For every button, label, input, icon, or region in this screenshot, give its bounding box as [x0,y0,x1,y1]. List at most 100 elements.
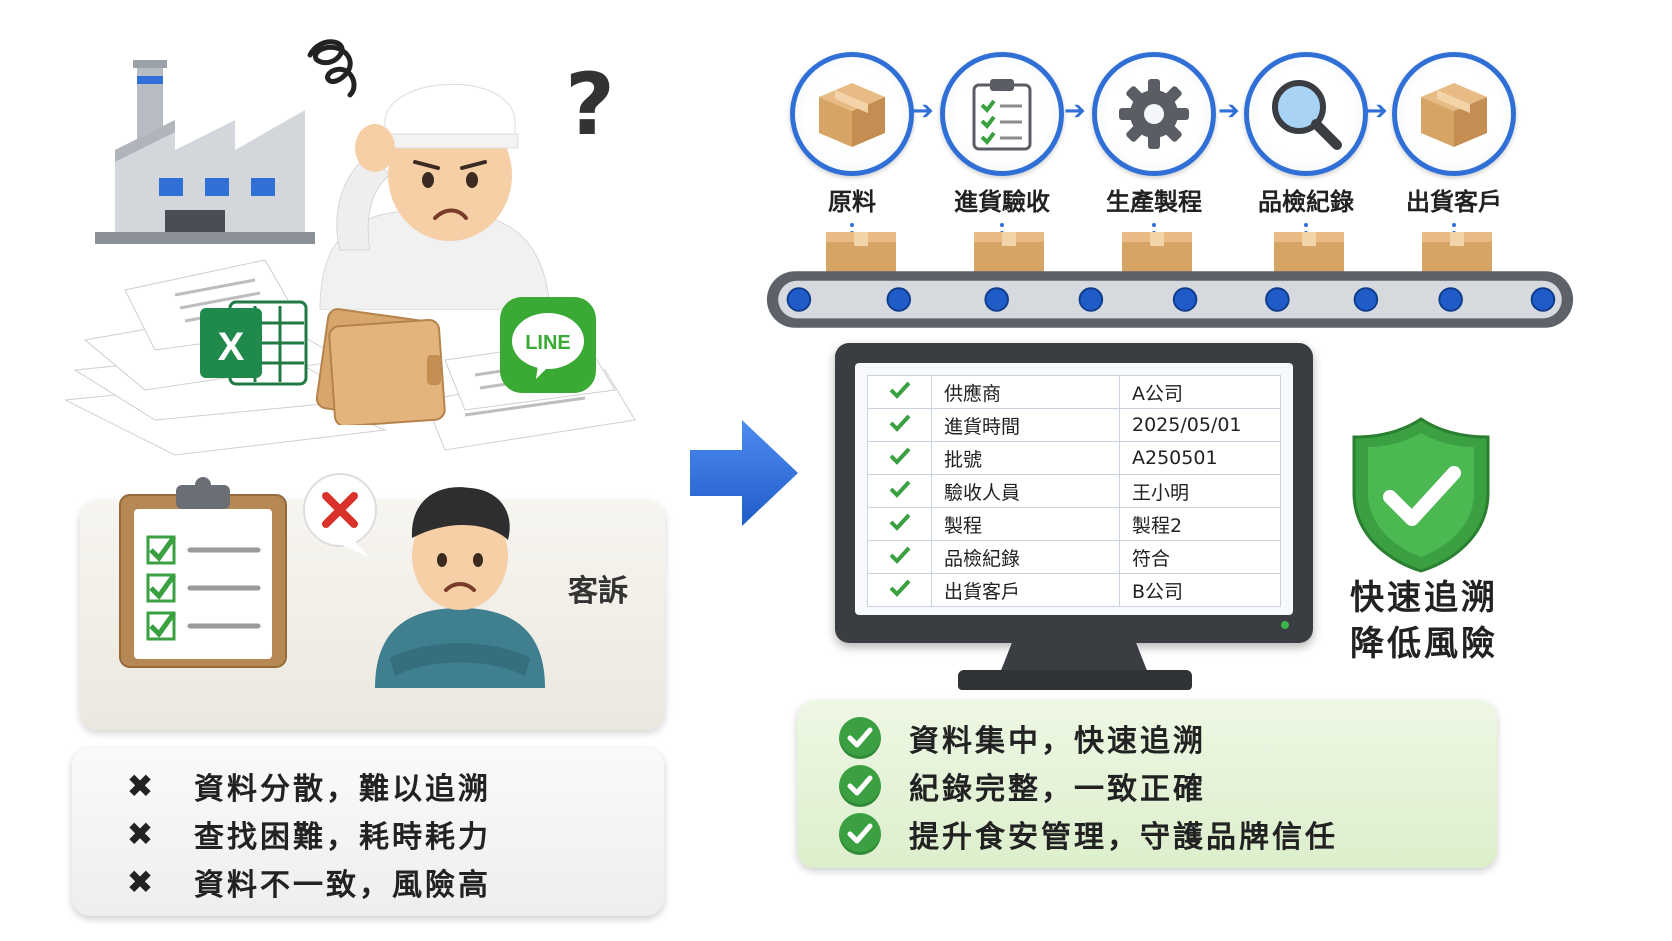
flow-arrow-icon: ➔ [1366,96,1388,126]
check-circle-icon [839,813,881,855]
record-field: 供應商 [931,375,1120,409]
record-value: 製程2 [1119,507,1281,541]
flow-arrow-icon: ➔ [1064,96,1086,126]
record-value: B公司 [1119,573,1281,607]
problem-item: ✖ 資料不一致，風險高 [120,858,664,906]
cross-icon: ✖ [126,815,154,853]
monitor-stand-base [958,670,1192,690]
check-icon [867,408,932,442]
line-text: LINE [525,332,571,354]
flow-step-shipping: 出貨客戶 [1384,52,1524,259]
record-value: 符合 [1119,540,1281,574]
problem-list: ✖ 資料分散，難以追溯 ✖ 查找困難，耗時耗力 ✖ 資料不一致，風險高 [72,748,664,916]
step-label: 進貨驗收 [954,188,1050,216]
solution-list: 資料集中，快速追溯 紀錄完整，一致正確 提升食安管理，守護品牌信任 [797,700,1497,868]
box-icon [1421,83,1487,147]
table-row: 品檢紀錄符合 [867,540,1281,574]
problem-item: ✖ 資料分散，難以追溯 [120,762,664,810]
solution-item: 資料集中，快速追溯 [839,714,1497,762]
belt-box-icon [974,232,1044,274]
record-value: A250501 [1119,441,1281,475]
clipboard-checklist-icon [119,477,287,668]
flow-step-production: 生產製程 [1084,52,1224,259]
benefit-line-1: 快速追溯 [1350,578,1498,618]
folder-icon [315,308,446,425]
step-circle [1244,52,1368,176]
flow-step-inspection: 品檢紀錄 [1236,52,1376,259]
record-value: 2025/05/01 [1119,408,1281,442]
problem-text: 資料不一致，風險高 [194,868,491,903]
check-icon [867,540,932,574]
problem-text: 查找困難，耗時耗力 [194,820,491,855]
step-label: 出貨客戶 [1406,188,1502,216]
conveyor-belt-icon [766,271,1574,328]
problem-item: ✖ 查找困難，耗時耗力 [120,810,664,858]
record-field: 製程 [931,507,1120,541]
line-app-icon: LINE [500,297,596,393]
excel-letter: X [218,325,245,369]
step-circle [1392,52,1516,176]
box-icon [819,83,885,147]
flow-step-raw-material: 原料 [782,52,922,259]
clipboard-icon [972,79,1032,151]
record-field: 進貨時間 [931,408,1120,442]
check-icon [867,573,932,607]
flow-arrow-icon: ➔ [912,96,934,126]
flow-step-receiving: 進貨驗收 [932,52,1072,259]
benefit-label: 快速追溯 降低風險 [1350,575,1498,667]
cross-icon: ✖ [126,863,154,901]
magnifier-icon [1272,80,1342,150]
step-circle [940,52,1064,176]
record-field: 品檢紀錄 [931,540,1120,574]
factory-icon [95,60,315,244]
step-circle [1092,52,1216,176]
solution-item: 紀錄完整，一致正確 [839,762,1497,810]
record-field: 驗收人員 [931,474,1120,508]
check-icon [867,474,932,508]
worker-icon [319,83,551,310]
rejected-speech-bubble-icon [303,473,377,558]
check-icon [867,441,932,475]
flow-arrow-icon: ➔ [1218,96,1240,126]
step-circle [790,52,914,176]
question-mark-icon: ? [565,55,615,155]
check-circle-icon [839,765,881,807]
belt-box-icon [1274,232,1344,274]
confusion-squiggle-icon [307,39,357,98]
transition-arrow-icon [690,420,798,526]
belt-box-icon [826,232,896,274]
customer-icon [375,487,545,688]
step-label: 原料 [828,188,876,216]
check-circle-icon [839,717,881,759]
belt-box-icon [1422,232,1492,274]
check-icon [867,507,932,541]
solution-text: 提升食安管理，守護品牌信任 [909,820,1338,855]
record-value: 王小明 [1119,474,1281,508]
complaint-label: 客訴 [568,574,628,609]
shield-check-icon [1352,417,1490,573]
step-label: 品檢紀錄 [1258,188,1354,216]
solution-item: 提升食安管理，守護品牌信任 [839,810,1497,858]
gear-icon [1119,79,1189,149]
cross-icon: ✖ [126,767,154,805]
table-row: 驗收人員王小明 [867,474,1281,508]
problem-text: 資料分散，難以追溯 [194,772,491,807]
record-field: 批號 [931,441,1120,475]
belt-box-icon [1122,232,1192,274]
step-label: 生產製程 [1106,188,1202,216]
record-value: A公司 [1119,375,1281,409]
solution-text: 紀錄完整，一致正確 [909,772,1206,807]
excel-icon: X [200,300,308,386]
check-icon [867,375,932,409]
solution-text: 資料集中，快速追溯 [909,724,1206,759]
record-field: 出貨客戶 [931,573,1120,607]
power-led [1281,621,1289,629]
monitor-stand-neck [1000,643,1148,673]
table-row: 製程製程2 [867,507,1281,541]
